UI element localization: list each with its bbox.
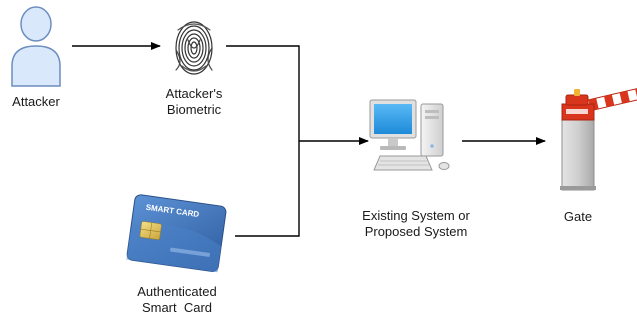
biometric-label-line-2: Biometric xyxy=(166,102,222,117)
attacker-label: Attacker xyxy=(12,94,60,109)
user-icon xyxy=(11,6,61,87)
gate-barrier-icon xyxy=(560,84,637,191)
fingerprint-icon xyxy=(175,21,213,75)
biometric-label-line-1: Attacker's xyxy=(165,86,223,101)
smart-card-label: Authenticated Smart Card xyxy=(112,284,242,316)
system-label-line-1: Existing System or xyxy=(362,208,470,223)
computer-icon xyxy=(369,99,450,171)
smart-card-label-line-1: Authenticated xyxy=(137,284,217,299)
smart-card-icon: SMART CARD xyxy=(126,194,227,273)
system-label-line-2: Proposed System xyxy=(364,224,468,239)
smart-card-label-line-2: Smart Card xyxy=(141,300,213,315)
edge-smartcard-to-system xyxy=(235,141,300,237)
system-label: Existing System or Proposed System xyxy=(346,208,486,240)
biometric-label: Attacker's Biometric xyxy=(144,86,244,118)
connectors xyxy=(72,42,546,237)
gate-label: Gate xyxy=(563,209,593,224)
edge-biometric-to-system xyxy=(226,45,300,141)
